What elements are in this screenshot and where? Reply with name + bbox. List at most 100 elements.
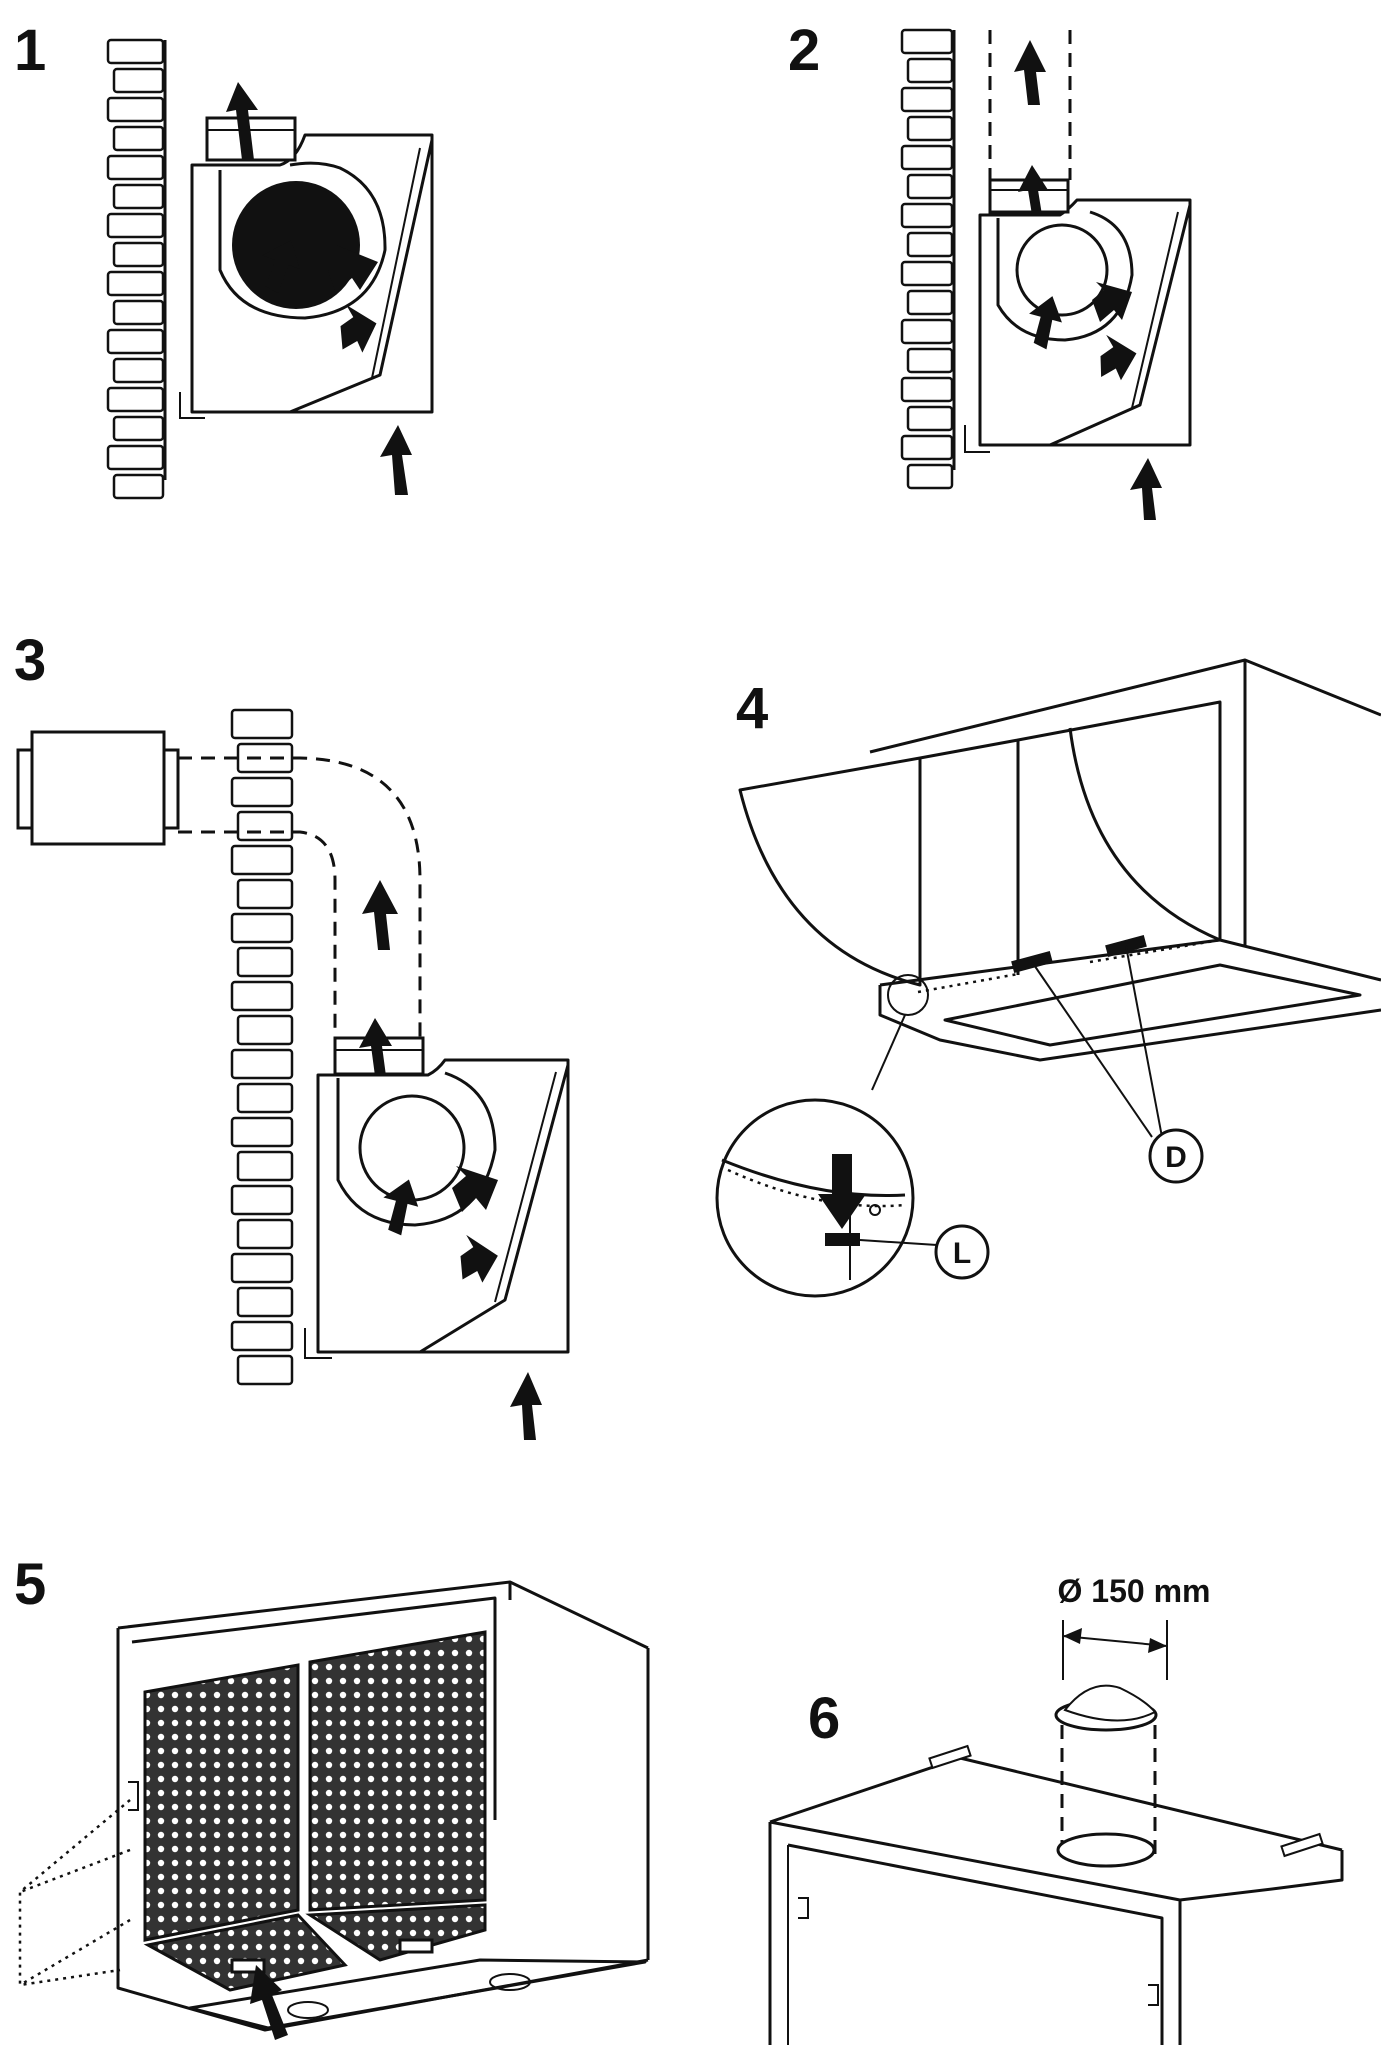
brick	[230, 980, 294, 1012]
latch-detail-magnifier	[715, 1098, 915, 1298]
grease-filter-right	[308, 1630, 487, 1912]
brick	[906, 463, 954, 490]
brick	[230, 776, 294, 808]
brick	[106, 386, 165, 413]
airflow-arrow-icon	[1014, 40, 1162, 520]
callout-d: D	[1148, 1128, 1204, 1184]
brick	[106, 270, 165, 297]
brick	[112, 473, 165, 500]
brick	[230, 1048, 294, 1080]
brick	[112, 415, 165, 442]
brick	[106, 328, 165, 355]
hood-body	[18, 1580, 650, 2032]
airflow-arrow-icon	[359, 880, 542, 1440]
step-number: 6	[808, 1686, 841, 1751]
flap-valve-icon	[1054, 1684, 1158, 1732]
brick	[112, 357, 165, 384]
brick	[230, 1252, 294, 1284]
step-number: 5	[14, 1552, 47, 1617]
grease-filter-left-lower	[143, 1913, 348, 1992]
brick	[236, 1354, 294, 1386]
grease-filter-right-lower	[305, 1903, 487, 1962]
brick	[236, 1150, 294, 1182]
brick	[900, 144, 954, 171]
fan-motor-icon	[358, 1094, 466, 1202]
hood-body	[715, 658, 1381, 1298]
brick	[112, 125, 165, 152]
brick	[236, 1014, 294, 1046]
step-5-panel: 5	[0, 1520, 680, 2045]
brick	[236, 946, 294, 978]
step-6-diagram: Ø 150 mm	[768, 1573, 1344, 2045]
airflow-arrow-icon	[250, 1965, 288, 2040]
brick	[106, 38, 165, 65]
duct-dashed	[988, 30, 1072, 180]
brick	[230, 708, 294, 740]
step-4-diagram: D L	[715, 658, 1381, 1298]
latch-icon	[825, 1233, 860, 1246]
hood-body	[179, 116, 434, 419]
hood-body	[304, 1036, 570, 1359]
brick	[906, 173, 954, 200]
hood-body	[964, 178, 1192, 453]
brick	[900, 434, 954, 461]
brick	[230, 1320, 294, 1352]
dimension-callout: Ø 150 mm	[1058, 1573, 1211, 1680]
filter-handle	[398, 1938, 434, 1954]
brick	[236, 878, 294, 910]
brick	[112, 241, 165, 268]
brick	[112, 67, 165, 94]
brick	[112, 183, 165, 210]
hinge-strip	[1280, 1832, 1324, 1858]
brick	[230, 1116, 294, 1148]
brick	[906, 289, 954, 316]
brick	[900, 202, 954, 229]
brick-wall-icon	[900, 28, 956, 490]
brick	[106, 212, 165, 239]
brick	[906, 347, 954, 374]
brick	[106, 96, 165, 123]
brick	[106, 444, 165, 471]
airflow-arrow-icon	[226, 82, 412, 495]
brick	[900, 260, 954, 287]
brick	[236, 1082, 294, 1114]
step-number: 2	[788, 18, 821, 83]
brick-wall-icon	[230, 708, 294, 1386]
step-3-panel: 3	[0, 600, 640, 1460]
fan-motor-icon	[1015, 223, 1109, 317]
brick	[900, 318, 954, 345]
step-4-panel: 4	[700, 640, 1381, 1300]
hood-body	[768, 1744, 1344, 2045]
step-number: 4	[736, 676, 769, 741]
hinge-strip	[928, 1744, 972, 1770]
brick	[900, 376, 954, 403]
brick	[900, 86, 954, 113]
brick	[112, 299, 165, 326]
duct-diameter-label: Ø 150 mm	[1058, 1573, 1211, 1609]
step-number: 1	[14, 18, 47, 83]
step-2-diagram	[900, 28, 1192, 520]
duct-dashed	[178, 756, 422, 1040]
brick	[230, 912, 294, 944]
step-3-diagram	[16, 708, 570, 1440]
brick	[106, 154, 165, 181]
step-5-diagram	[18, 1580, 650, 2040]
brick	[906, 57, 954, 84]
brick	[906, 405, 954, 432]
brick	[236, 1286, 294, 1318]
step-1-diagram	[106, 38, 434, 500]
external-fan-unit	[16, 730, 180, 846]
callout-d-label: D	[1165, 1141, 1187, 1174]
brick	[906, 115, 954, 142]
callout-l-label: L	[953, 1237, 971, 1270]
callout-l: L	[934, 1224, 990, 1280]
brick	[230, 844, 294, 876]
grease-filter-left	[143, 1663, 300, 1942]
fan-motor-icon	[232, 181, 360, 309]
step-number: 3	[14, 628, 47, 693]
brick	[236, 1218, 294, 1250]
brick-wall-icon	[106, 38, 167, 500]
brick	[230, 1184, 294, 1216]
step-1-panel: 1	[0, 0, 640, 520]
brick	[900, 28, 954, 55]
